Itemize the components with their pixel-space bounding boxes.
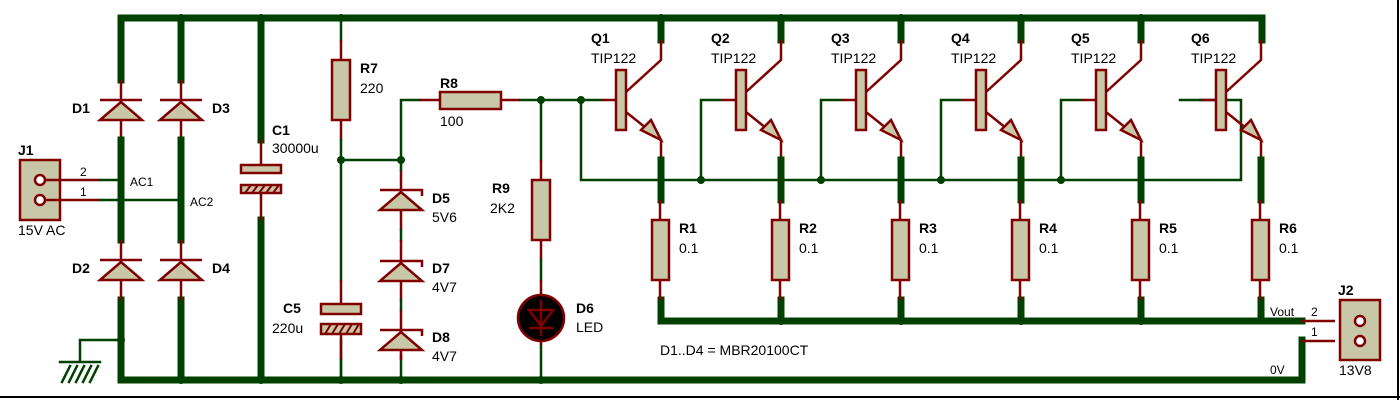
transistor-ref: Q1: [591, 30, 610, 46]
resistor-r5: R50.1: [1130, 200, 1179, 300]
net-ac1-label: AC1: [130, 175, 154, 189]
transistor-ref: Q6: [1191, 30, 1210, 46]
zener-d5: D5 5V6: [376, 170, 457, 230]
output-rail: [657, 296, 1306, 325]
r8-value: 100: [440, 113, 464, 129]
resistor-r4: R40.1: [1010, 200, 1059, 300]
resistor-r8: R8 100: [420, 75, 520, 129]
zener-d7: D7 4V7: [376, 240, 457, 300]
r8-ref: R8: [440, 75, 458, 91]
diode-d3: D3: [156, 80, 230, 140]
net-vout-label: Vout: [1270, 305, 1295, 319]
d6-ref: D6: [576, 300, 594, 316]
resistor-value: 0.1: [679, 240, 699, 256]
resistor-r3: R30.1: [890, 200, 939, 300]
resistor-value: 0.1: [1279, 240, 1299, 256]
c1-value: 30000u: [272, 140, 319, 156]
diode-d1: D1: [72, 80, 146, 140]
j2-pin1-label: 1: [1311, 325, 1318, 339]
resistor-r7: R7 220: [330, 40, 384, 282]
j1-pin1-label: 1: [80, 185, 87, 199]
d4-ref: D4: [212, 260, 230, 276]
resistor-ref: R3: [919, 220, 937, 236]
r7-value: 220: [360, 80, 384, 96]
transistor-value: TIP122: [951, 50, 996, 66]
resistor-r2: R20.1: [770, 200, 819, 300]
net-0v-label: 0V: [1270, 363, 1285, 377]
r9-ref: R9: [492, 180, 510, 196]
d7-value: 4V7: [432, 279, 457, 295]
j1-pin2-label: 2: [80, 165, 87, 179]
j2-pin2-label: 2: [1311, 305, 1318, 319]
d8-ref: D8: [432, 329, 450, 345]
transistor-ref: Q4: [951, 30, 970, 46]
resistor-value: 0.1: [1159, 240, 1179, 256]
d2-ref: D2: [72, 260, 90, 276]
j1-value: 15V AC: [18, 222, 65, 238]
zener-d8: D8 4V7: [376, 310, 457, 364]
transistor-value: TIP122: [1071, 50, 1116, 66]
resistor-ref: R1: [679, 220, 697, 236]
resistor-r6: R60.1: [1250, 200, 1299, 300]
capacitor-c1: C1 30000u: [239, 122, 319, 220]
ground-icon: [58, 338, 123, 384]
d6-value: LED: [576, 319, 603, 335]
r7-ref: R7: [360, 60, 378, 76]
transistor-value: TIP122: [831, 50, 876, 66]
transistor-ref: Q3: [831, 30, 850, 46]
diode-d2: D2: [72, 240, 146, 300]
resistor-ref: R6: [1279, 220, 1297, 236]
resistor-r9: R9 2K2: [490, 160, 552, 260]
positive-rail: [117, 14, 1266, 144]
transistor-ref: Q5: [1071, 30, 1090, 46]
led-d6: D6 LED: [516, 280, 603, 345]
net-ac2-label: AC2: [190, 195, 214, 209]
transistor-ref: Q2: [711, 30, 730, 46]
j2-ref: J2: [1338, 282, 1354, 298]
d7-ref: D7: [432, 260, 450, 276]
d8-value: 4V7: [432, 348, 457, 364]
d5-value: 5V6: [432, 209, 457, 225]
connector-j1: J1 15V AC 2 1 AC1 AC2: [18, 142, 214, 238]
diode-part-note: D1..D4 = MBR20100CT: [660, 342, 809, 358]
d1-ref: D1: [72, 100, 90, 116]
j2-value: 13V8: [1339, 362, 1372, 378]
resistor-value: 0.1: [919, 240, 939, 256]
j1-ref: J1: [18, 142, 34, 158]
d3-ref: D3: [212, 100, 230, 116]
c1-ref: C1: [272, 122, 290, 138]
resistor-ref: R5: [1159, 220, 1177, 236]
transistor-value: TIP122: [1191, 50, 1236, 66]
diode-d4: D4: [156, 240, 230, 300]
c5-value: 220u: [272, 320, 303, 336]
resistor-value: 0.1: [1039, 240, 1059, 256]
resistor-r1: R10.1: [650, 200, 699, 300]
resistor-ref: R2: [799, 220, 817, 236]
transistor-value: TIP122: [711, 50, 756, 66]
transistor-value: TIP122: [591, 50, 636, 66]
connector-j2: J2 13V8 2 1 Vout 0V: [1270, 282, 1382, 378]
r9-value: 2K2: [490, 200, 515, 216]
capacitor-c5: C5 220u: [272, 280, 363, 382]
c5-ref: C5: [283, 300, 301, 316]
d5-ref: D5: [432, 190, 450, 206]
transistor-array: Q1TIP122R10.1Q2TIP122R20.1Q3TIP122R30.1Q…: [591, 30, 1299, 300]
resistor-ref: R4: [1039, 220, 1057, 236]
resistor-value: 0.1: [799, 240, 819, 256]
